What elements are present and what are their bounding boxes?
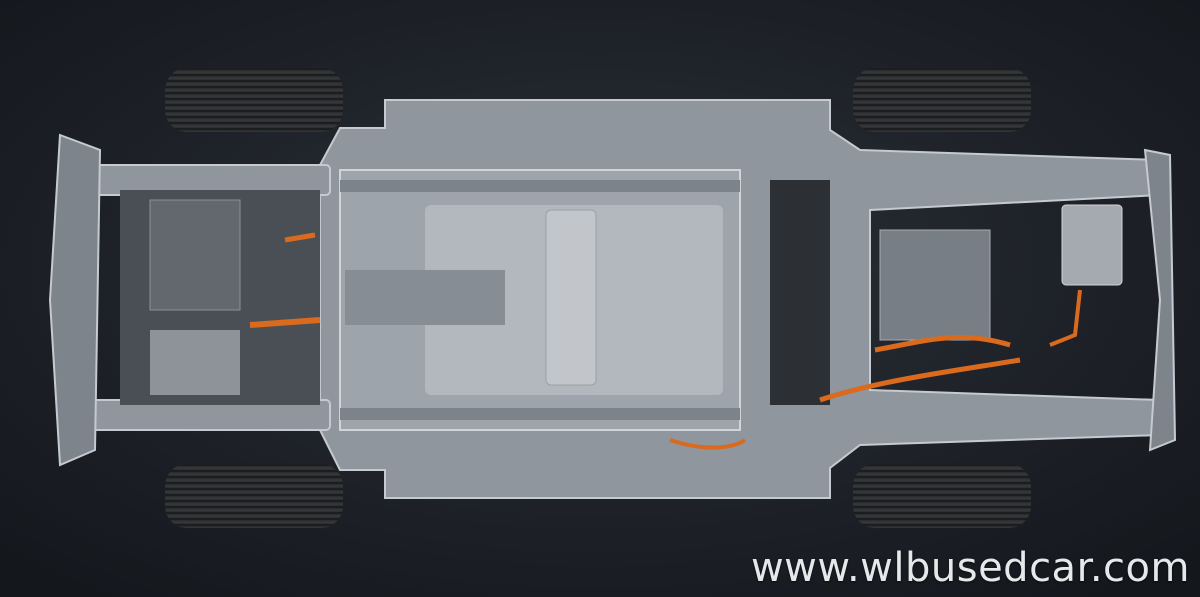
watermark-text: www.wlbusedcar.com (750, 545, 1190, 591)
tire-front-left (165, 68, 343, 132)
tire-rear-left (853, 68, 1031, 132)
tire-front-right (165, 464, 343, 528)
rear-drive-unit (669, 180, 1123, 450)
battery-pack (339, 169, 741, 431)
tire-rear-right (853, 464, 1031, 528)
engine-bay (120, 190, 321, 405)
tires (165, 68, 1031, 528)
